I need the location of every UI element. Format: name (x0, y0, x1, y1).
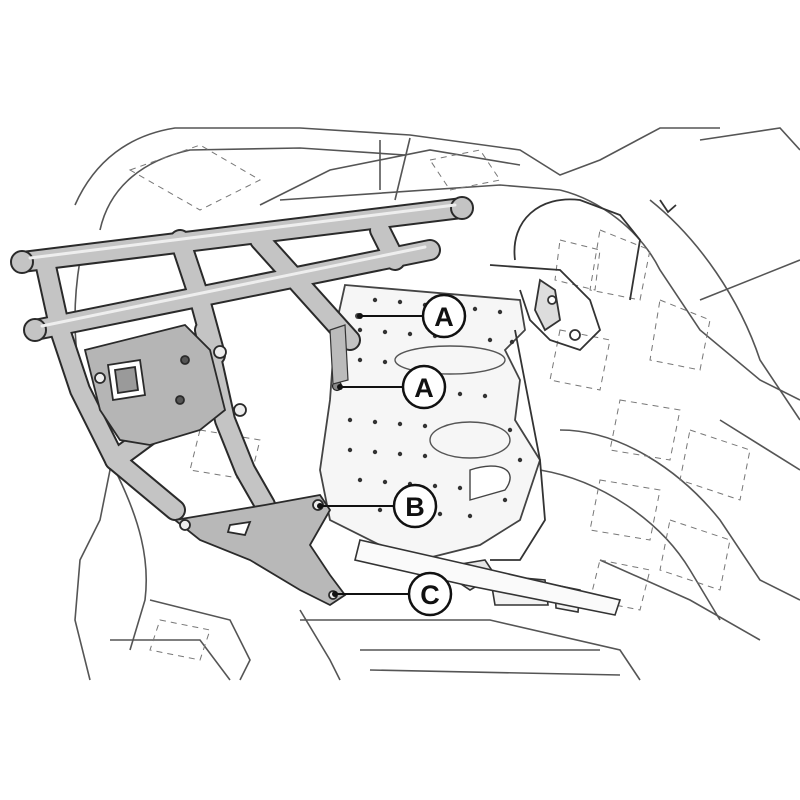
callout-label-a: A (434, 302, 454, 332)
floor-bracket (354, 539, 622, 616)
callout-label-b: B (405, 492, 425, 522)
callout-a-top: A (357, 293, 467, 339)
callout-label-a: A (414, 373, 434, 403)
callout-b: B (317, 483, 438, 529)
mounting-plate (319, 284, 541, 561)
skid-bracket (172, 494, 347, 607)
fastener-marks (329, 313, 361, 392)
vehicle-body (74, 127, 800, 681)
callout-circle (421, 293, 467, 339)
callout-a-lower: A (337, 364, 447, 410)
hinge-bracket (489, 198, 677, 561)
callout-label-c: C (420, 580, 440, 610)
callout-circle (401, 364, 447, 410)
callout-c: C (332, 571, 453, 617)
callout-circle (407, 571, 453, 617)
callout-circle (392, 483, 438, 529)
winch-mount-plate (83, 324, 247, 446)
